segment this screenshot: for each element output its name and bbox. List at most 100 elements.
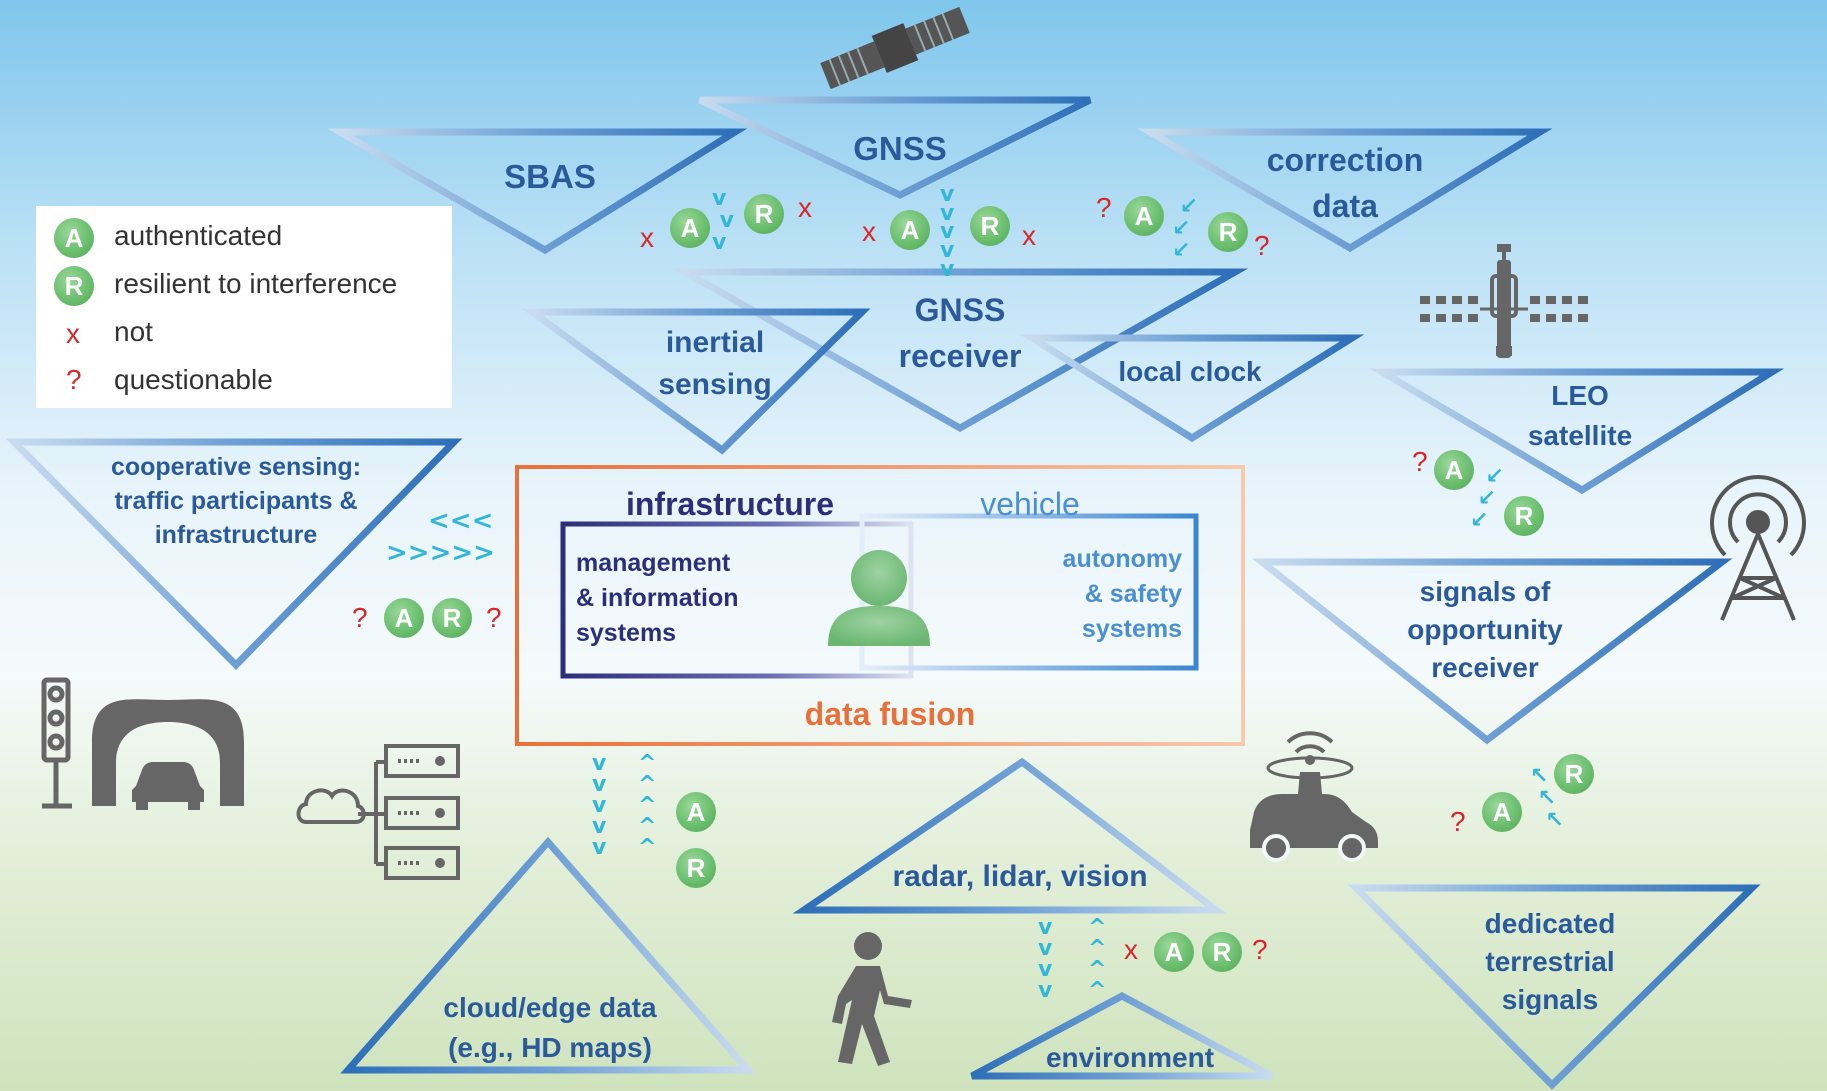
- radar-car-icon: [1250, 731, 1378, 862]
- label-cloud-2: (e.g., HD maps): [448, 1032, 652, 1063]
- badge-leo-a: A: [1434, 450, 1474, 490]
- mark-gnss-x1: x: [862, 216, 876, 247]
- arrows-terrestrial: ↖ ↖ ↖: [1530, 764, 1564, 833]
- triangle-correction: [1136, 128, 1553, 253]
- mark-coop-q1: ?: [352, 602, 368, 633]
- badge-gnss-a: A: [890, 210, 930, 250]
- traffic-light-icon: [41, 677, 72, 809]
- mark-sbas-x2: x: [798, 192, 812, 223]
- label-leo-1: LEO: [1551, 380, 1609, 411]
- label-inertial-2: sensing: [658, 368, 772, 401]
- triangle-local-clock: [1019, 334, 1365, 443]
- triangle-coop: [5, 438, 463, 670]
- mark-terr-q: ?: [1450, 806, 1466, 837]
- label-gnss: GNSS: [853, 130, 947, 167]
- triangle-environment: [970, 992, 1274, 1080]
- legend-not: not: [114, 316, 153, 347]
- label-environment: environment: [1045, 1042, 1215, 1073]
- arrows-cloud-down: v v v v v: [592, 751, 607, 860]
- label-infrastructure: infrastructure: [625, 486, 835, 522]
- mark-coop-q2: ?: [486, 602, 502, 633]
- badge-terr-a: A: [1482, 792, 1522, 832]
- arrows-env-up: ^ ^ ^ ^: [1088, 915, 1107, 1003]
- badge-corr-a: A: [1124, 196, 1164, 236]
- mark-env-x: x: [1124, 934, 1138, 965]
- badge-cloud-a: A: [676, 792, 716, 832]
- infrastructure-box: [560, 521, 914, 679]
- pedestrian-icon: [832, 932, 912, 1066]
- tunnel-car-icon: [92, 699, 244, 810]
- label-vehicle: vehicle: [980, 486, 1080, 522]
- label-cloud-1: cloud/edge data: [443, 992, 657, 1023]
- legend-badge-a: A: [54, 218, 94, 258]
- label-mgmt-2: & information: [576, 584, 739, 612]
- satellite-icon: [820, 6, 970, 90]
- label-coop-2: traffic participants &: [114, 487, 358, 515]
- arrows-correction: ↙ ↙ ↙: [1172, 194, 1199, 263]
- badge-sbas-a: A: [670, 208, 710, 248]
- label-sop-2: opportunity: [1407, 614, 1563, 645]
- label-sbas: SBAS: [504, 158, 596, 195]
- badge-leo-r: R: [1504, 496, 1544, 536]
- mark-leo-q: ?: [1412, 446, 1428, 477]
- label-terr-2: terrestrial: [1485, 946, 1615, 977]
- arrows-env-down: v v v v: [1038, 915, 1053, 1003]
- mark-corr-q2: ?: [1254, 230, 1270, 261]
- triangle-gnss: [698, 96, 1092, 199]
- badge-coop-r: R: [432, 598, 472, 638]
- badge-corr-r: R: [1208, 212, 1248, 252]
- arrows-cloud-up: ^ ^ ^ ^ ^: [638, 751, 657, 860]
- leo-satellite-icon: [1420, 244, 1588, 358]
- arrows-sbas-gnss: v v v: [712, 186, 734, 255]
- badge-env-a: A: [1154, 932, 1194, 972]
- triangle-terrestrial: [1347, 884, 1761, 1090]
- triangle-radar: [792, 757, 1227, 914]
- label-data-fusion: data fusion: [804, 696, 976, 732]
- mark-sbas-x1: x: [640, 222, 654, 253]
- arrows-gnss: v v v v v: [940, 182, 955, 282]
- label-leo-2: satellite: [1527, 420, 1633, 451]
- label-radar: radar, lidar, vision: [892, 860, 1148, 893]
- person-icon: [828, 550, 930, 646]
- cloud-server-icon: [296, 744, 460, 880]
- label-auto-3: systems: [1081, 615, 1182, 643]
- triangle-sbas: [326, 128, 748, 255]
- arrows-coop-left: <<<: [428, 506, 494, 536]
- label-correction-1: correction: [1266, 142, 1424, 178]
- badge-coop-a: A: [384, 598, 424, 638]
- mark-corr-q1: ?: [1096, 192, 1112, 223]
- label-terr-1: dedicated: [1484, 908, 1616, 939]
- legend-questionable: questionable: [114, 364, 273, 395]
- badge-gnss-r: R: [970, 206, 1010, 246]
- label-gnss-receiver-2: receiver: [898, 338, 1022, 374]
- radio-tower-icon: [1710, 475, 1806, 621]
- legend-authenticated: authenticated: [114, 220, 283, 251]
- arrows-coop-right: >>>>>: [386, 538, 495, 568]
- arrows-leo: ↙ ↙ ↙: [1470, 464, 1504, 533]
- label-auto-1: autonomy: [1062, 545, 1182, 573]
- badge-cloud-r: R: [676, 848, 716, 888]
- badge-env-r: R: [1202, 932, 1242, 972]
- label-coop-3: infrastructure: [154, 521, 318, 549]
- label-auto-2: & safety: [1084, 580, 1182, 608]
- label-inertial-1: inertial: [665, 326, 765, 359]
- label-sop-3: receiver: [1431, 652, 1539, 683]
- legend-mark-q: ?: [66, 364, 82, 395]
- label-correction-2: data: [1312, 188, 1378, 224]
- legend-resilient: resilient to interference: [114, 268, 398, 299]
- label-mgmt-1: management: [576, 549, 731, 577]
- legend-mark-x: x: [66, 318, 80, 349]
- triangle-inertial: [521, 308, 871, 455]
- legend-badge-r: R: [54, 266, 94, 306]
- mark-env-q: ?: [1252, 934, 1268, 965]
- triangle-sop: [1251, 558, 1733, 745]
- legend-panel: A authenticated R resilient to interfere…: [36, 206, 452, 408]
- label-coop-1: cooperative sensing:: [110, 453, 362, 481]
- label-mgmt-3: systems: [576, 619, 677, 647]
- label-local-clock: local clock: [1118, 356, 1262, 387]
- triangle-leo: [1369, 368, 1785, 495]
- label-gnss-receiver-1: GNSS: [914, 292, 1006, 328]
- label-terr-3: signals: [1501, 984, 1599, 1015]
